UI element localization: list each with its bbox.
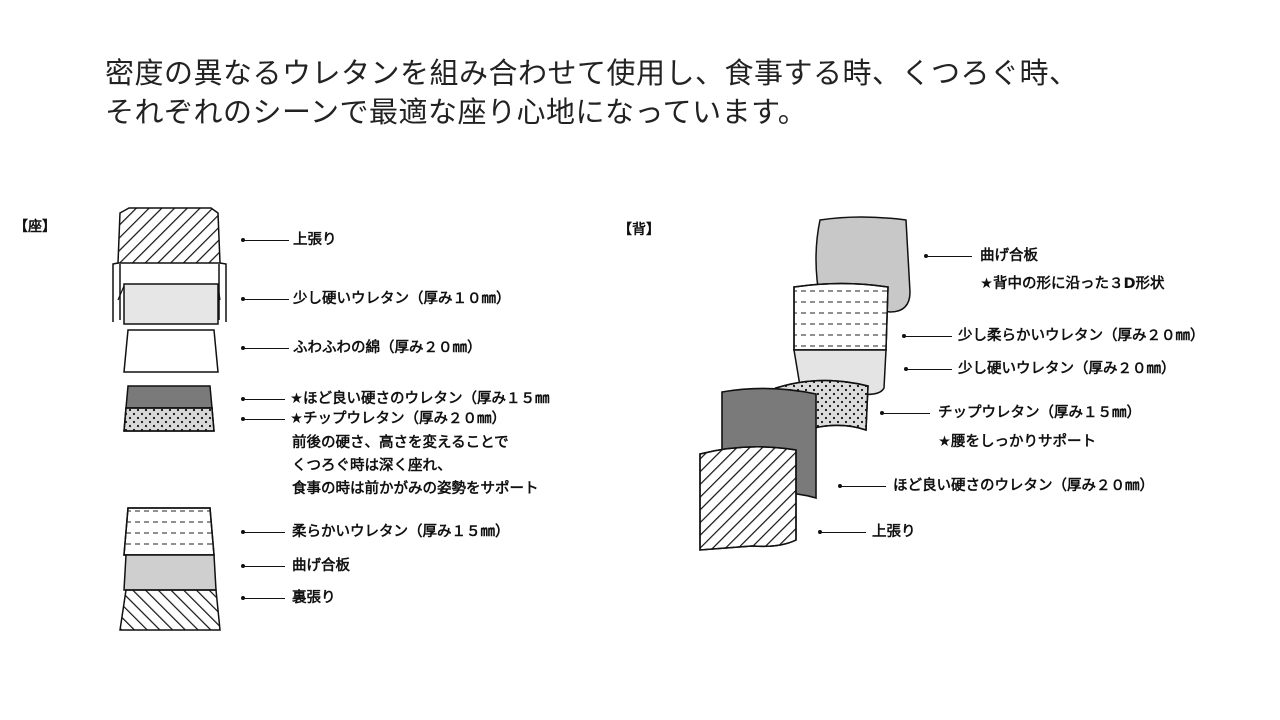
seat-leader-line — [243, 598, 285, 599]
seat-label-urethane-medium-15: ★ほど良い硬さのウレタン（厚み１５㎜ — [290, 391, 550, 407]
back-label-urethane-slightly-soft-20: 少し柔らかいウレタン（厚み２０㎜） — [958, 328, 1205, 344]
back-label-upholstery-top: 上張り — [872, 524, 916, 540]
seat-urethane-hard-shape — [123, 283, 219, 325]
seat-leader-line — [243, 399, 285, 400]
back-leader-line — [926, 256, 972, 257]
seat-label-urethane-hard-10: 少し硬いウレタン（厚み１０㎜） — [293, 291, 511, 307]
back-label-urethane-medium-20: ほど良い硬さのウレタン（厚み２０㎜） — [893, 478, 1154, 494]
seat-label-cotton-20: ふわふわの綿（厚み２０㎜） — [293, 340, 482, 356]
seat-section-label: 【座】 — [14, 219, 56, 235]
back-label-chip-urethane-15: チップウレタン（厚み１５㎜） — [938, 405, 1141, 421]
seat-plywood-shape — [123, 554, 217, 591]
back-label-3d-shape: ★背中の形に沿った３D形状 — [980, 276, 1165, 292]
back-label-urethane-hard-20: 少し硬いウレタン（厚み２０㎜） — [958, 361, 1176, 377]
headline-line-2: それぞれのシーンで最適な座り心地になっています。 — [105, 95, 808, 129]
back-upholstery-shape — [699, 446, 797, 551]
back-leader-line — [882, 413, 930, 414]
back-leader-line — [820, 532, 866, 533]
seat-back-upholstery-shape — [119, 589, 221, 631]
headline: 密度の異なるウレタンを組み合わせて使用し、食事する時、くつろぐ時、 それぞれのシ… — [105, 54, 1205, 132]
seat-note-line-1: 前後の硬さ、高さを変えることで — [292, 435, 509, 451]
back-section-label: 【背】 — [618, 222, 660, 238]
seat-label-urethane-soft-15: 柔らかいウレタン（厚み１５㎜） — [292, 524, 510, 540]
back-label-lumbar-support: ★腰をしっかりサポート — [938, 434, 1096, 450]
seat-leader-line — [243, 348, 289, 349]
seat-chip-urethane-shape — [123, 407, 215, 432]
seat-medium-urethane-shape — [125, 385, 213, 409]
seat-note-line-2: くつろぐ時は深く座れ、 — [292, 458, 452, 474]
headline-line-1: 密度の異なるウレタンを組み合わせて使用し、食事する時、くつろぐ時、 — [105, 56, 1079, 90]
seat-label-upholstery-back: 裏張り — [292, 590, 336, 606]
back-soft-urethane-shape — [793, 282, 889, 351]
seat-note-line-3: 食事の時は前かがみの姿勢をサポート — [292, 481, 539, 497]
back-leader-line — [840, 486, 886, 487]
seat-soft-urethane-shape — [123, 507, 215, 556]
seat-label-bent-plywood: 曲げ合板 — [292, 558, 350, 574]
seat-leader-line — [243, 532, 285, 533]
seat-top-upholstery-shape — [112, 207, 227, 322]
seat-leader-line — [243, 566, 285, 567]
seat-cotton-shape — [123, 329, 219, 373]
seat-leader-line — [243, 299, 289, 300]
seat-leader-line — [243, 419, 285, 420]
back-leader-line — [904, 336, 952, 337]
back-label-bent-plywood: 曲げ合板 — [980, 248, 1038, 264]
seat-label-chip-urethane-20: ★チップウレタン（厚み２０㎜） — [290, 411, 506, 427]
seat-label-upholstery-top: 上張り — [293, 232, 337, 248]
back-leader-line — [906, 369, 952, 370]
seat-leader-line — [243, 240, 289, 241]
